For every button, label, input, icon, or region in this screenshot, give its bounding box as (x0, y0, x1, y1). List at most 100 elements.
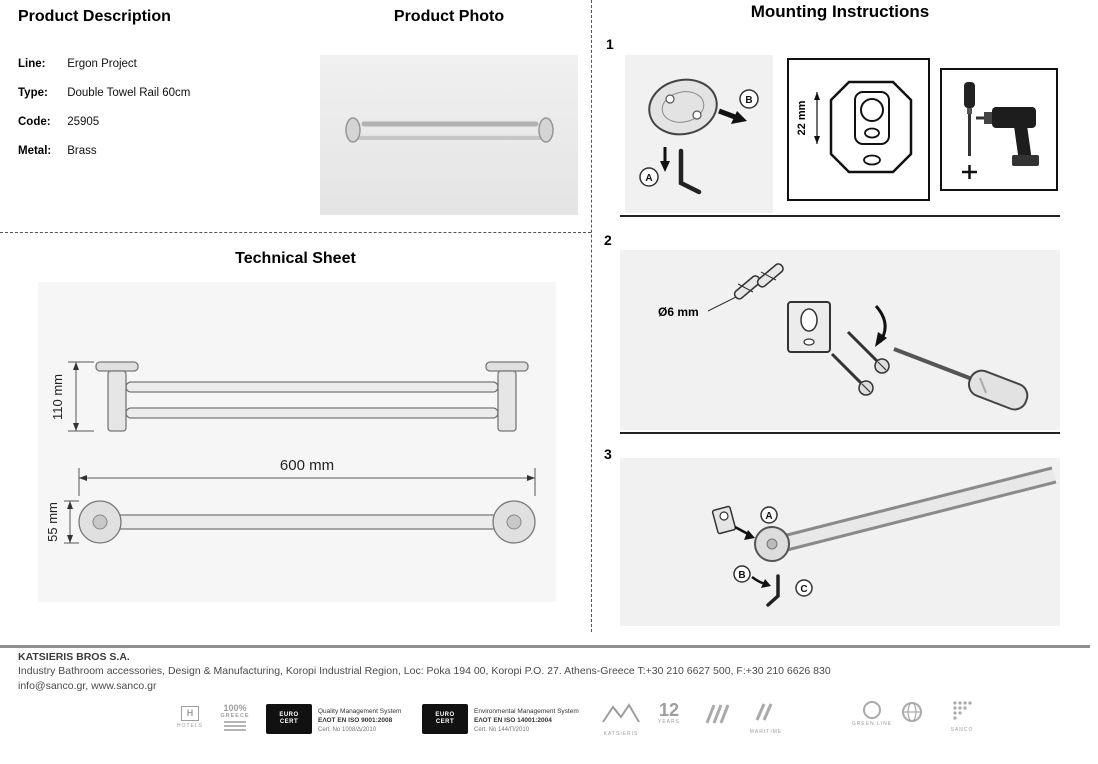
greece-label: GREECE (220, 713, 250, 719)
footer-address: Industry Bathroom accessories, Design & … (18, 665, 831, 677)
dim-depth-label: 55 mm (45, 502, 60, 542)
label-b-text: B (745, 95, 752, 106)
product-photo-image (320, 55, 578, 215)
globe-logo (898, 701, 926, 728)
iso-9001-standard: ΕΛΟΤ EN ISO 9001:2008 (318, 717, 393, 725)
pixel-grid-icon (953, 701, 972, 720)
drilling-template-diagram: 22 mm (796, 80, 913, 174)
dim-length-label: 600 mm (280, 457, 334, 474)
label-b-badge (739, 89, 759, 109)
field-metal: Metal: Brass (18, 145, 308, 157)
mounting-instructions-title: Mounting Instructions (750, 2, 930, 21)
field-metal-label: Metal: (18, 145, 52, 157)
katsieris-logo: KATSIERIS (598, 702, 644, 737)
eurocert-top: EURO (435, 712, 455, 718)
rail-mounting-diagram: A B C (711, 466, 1057, 607)
maritime-label: MARITIME (749, 729, 783, 735)
step-2-number: 2 (604, 232, 612, 248)
field-line-label: Line: (18, 58, 46, 70)
green-line-label: GREEN LINE (851, 721, 893, 727)
label-a-text: A (645, 173, 652, 184)
label-a-text: A (765, 511, 772, 522)
diagonal-stripes-icon (705, 704, 730, 724)
step-2-separator (620, 432, 1060, 434)
phillips-icon (962, 165, 977, 179)
screwdriver-icon (964, 82, 975, 156)
globe-icon (902, 702, 922, 722)
dimension-110mm: 110 mm (50, 361, 94, 432)
footer-contact: info@sanco.gr, www.sanco.gr (18, 680, 157, 692)
wall-bracket (711, 505, 737, 535)
field-type-value: Double Towel Rail 60cm (67, 87, 191, 99)
eurocert-quality-logo: EURO CERT (266, 704, 312, 734)
hotels-label: HOTELS (176, 723, 203, 729)
vertical-dashed-divider (591, 0, 592, 632)
product-description-section: Product Description Line: Ergon Project … (18, 8, 308, 174)
dim-22mm-label: 22 mm (796, 100, 808, 135)
iso-14001-text: Environmental Management System ΕΛΟΤ EN … (474, 707, 592, 735)
rotate-arrow (874, 305, 887, 347)
maritime-logo: MARITIME (744, 702, 788, 735)
label-b-badge (733, 565, 751, 583)
stripes-logo (702, 703, 730, 730)
field-line: Line: Ergon Project (18, 58, 308, 70)
mounting-bracket (787, 301, 831, 353)
flag-stripe (224, 725, 246, 727)
hotels-icon: H (181, 706, 199, 721)
product-photo-title: Product Photo (393, 8, 505, 25)
field-code-value: 25905 (67, 116, 100, 128)
arrow-right (718, 108, 736, 120)
dimension-22mm: 22 mm (796, 92, 820, 144)
wall-plate-diagram: B A (639, 78, 759, 195)
label-c-text: C (800, 584, 807, 595)
footer-company-name: KATSIERIS BROS S.A. (18, 651, 130, 663)
step-1-tools-panel (940, 68, 1058, 191)
allen-key-icon (678, 148, 702, 195)
dim-height-label: 110 mm (50, 374, 65, 420)
wall-anchor-icons (733, 263, 784, 300)
wall-plate (648, 78, 718, 136)
years-number: 12 (658, 700, 680, 720)
towel-rail-photo (345, 117, 554, 143)
technical-sheet-title: Technical Sheet (235, 250, 356, 267)
step-1-separator (620, 215, 1060, 217)
iso-14001-cert-no: Cert. No 144/Π/2010 (474, 726, 530, 733)
step-1-wall-plate-panel: B A (625, 55, 773, 213)
hotels-logo: H HOTELS (170, 706, 210, 729)
eurocert-top: EURO (279, 712, 299, 718)
technical-drawing: 110 mm 600 mm (38, 282, 556, 602)
leader-line (707, 295, 739, 312)
rail-body (783, 468, 1056, 550)
iso-14001-system: Environmental Management System (474, 708, 579, 715)
years-label: YEARS (658, 719, 680, 725)
eurocert-environment-logo: EURO CERT (422, 704, 468, 734)
horizontal-dashed-divider (0, 232, 591, 233)
allen-key-icon (766, 574, 780, 607)
technical-drawing-svg: 110 mm 600 mm (45, 361, 536, 544)
step-1-template-panel: 22 mm (787, 58, 930, 201)
field-line-value: Ergon Project (67, 58, 137, 70)
screw-icons (830, 330, 890, 396)
label-a-badge (639, 167, 659, 187)
step-3-number: 3 (604, 446, 612, 462)
dimension-600mm: 600 mm (78, 457, 536, 496)
dim-diameter-label: Ø6 mm (658, 305, 699, 319)
drill-icon (976, 107, 1039, 166)
greece-100-logo: 100% GREECE (214, 703, 256, 731)
product-fields: Line: Ergon Project Type: Double Towel R… (18, 58, 308, 157)
eurocert-bottom: CERT (435, 719, 455, 725)
field-code: Code: 25905 (18, 116, 308, 128)
step-1-number: 1 (606, 36, 614, 52)
step-2-panel: Ø6 mm (620, 250, 1060, 430)
sanco-logo: SANCO (940, 700, 984, 733)
screwdriver-icon (893, 347, 1029, 411)
iso-14001-standard: ΕΛΟΤ EN ISO 14001:2004 (474, 717, 552, 725)
field-type-label: Type: (18, 87, 48, 99)
field-code-label: Code: (18, 116, 51, 128)
template-plate (829, 80, 913, 174)
12-years-logo: 12 YEARS (652, 701, 686, 725)
label-c-badge (795, 579, 813, 597)
label-b-text: B (738, 570, 745, 581)
front-view (95, 361, 529, 432)
field-metal-value: Brass (67, 145, 97, 157)
